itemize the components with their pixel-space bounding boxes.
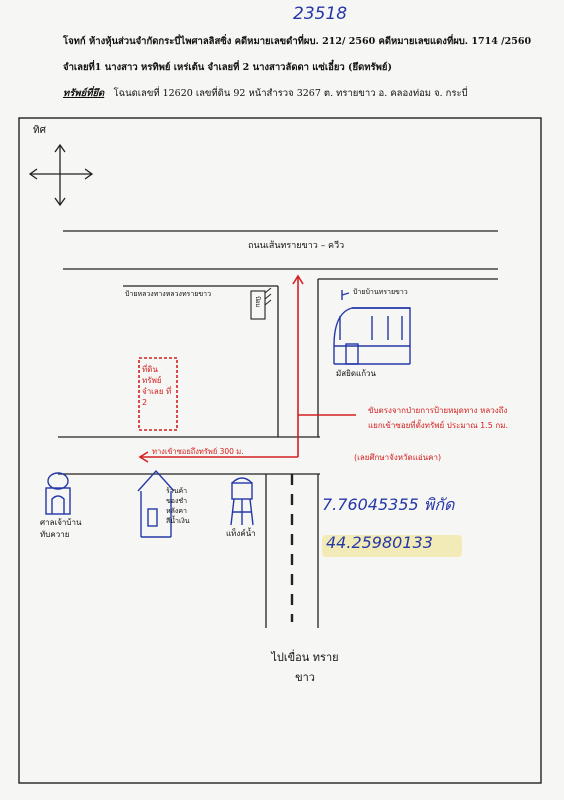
sign-pole-icon xyxy=(264,287,272,306)
gps-coordinate: 44.25980133 xyxy=(326,533,433,552)
shop-icon xyxy=(137,469,175,538)
mosque-icon xyxy=(333,290,411,365)
map-frame xyxy=(18,117,542,784)
sign-left-label: ป้ายหลวงทางหลวงทรายขาว xyxy=(125,290,211,298)
document-number: 23518 xyxy=(293,4,348,24)
shrine-icon xyxy=(45,472,71,515)
booth-label: ป้อม xyxy=(254,296,261,308)
shrine-label: ศาลเจ้าบ้าน ทับควาย xyxy=(40,518,82,539)
compass-icon xyxy=(28,143,94,207)
water-tower-label: แท็งค์น้ำ xyxy=(226,529,256,538)
header-defendants-line: จำเลยที่1 นางสาว หรทิพย์ เหร่เต้น จำเลยท… xyxy=(63,62,392,73)
shop-label: ร้านค้า ของชำ หลังคา สีน้ำเงิน xyxy=(166,487,190,525)
phone-number: 7.76045355 พิกัด xyxy=(322,495,455,514)
route-note-sub: (เลยศึกษาจังหวัดแอ่นคา) xyxy=(354,453,442,462)
property-label: ทรัพย์ที่ยึด xyxy=(63,88,105,99)
north-label: ทิศ xyxy=(33,125,46,136)
mosque-label: มัสยิดแก้วน xyxy=(336,369,376,378)
water-tower-icon xyxy=(230,477,254,526)
target-parcel-label: ที่ดิน ทรัพย์ จำเลย ที่ 2 xyxy=(142,365,172,407)
main-road-label: ถนนเส้นทรายขาว – ควีว xyxy=(248,241,345,251)
sign-right-label: ป้ายบ้านทรายขาว xyxy=(353,288,408,296)
header-property-line: ทรัพย์ที่ยึด โฉนดเลขที่ 12620 เลขที่ดิน … xyxy=(63,86,468,101)
coordinate-highlight xyxy=(322,535,462,557)
route-arrow-icon xyxy=(138,274,356,463)
destination-label: ไปเขื่อน ทรายขาว xyxy=(271,651,339,684)
property-detail: โฉนดเลขที่ 12620 เลขที่ดิน 92 หน้าสำรวจ … xyxy=(113,88,468,99)
route-note: ขับตรงจากป่ายการป้ายหมุดทาง หลวงถึงแยกเข… xyxy=(368,406,509,430)
distance-label: ทางเข้าซอยถึงทรัพย์ 300 ม. xyxy=(152,447,244,456)
header-plaintiff-line: โจทก์ ห้างหุ้นส่วนจำกัดกระบี่ไพศาลลิสซิ่… xyxy=(63,36,532,47)
